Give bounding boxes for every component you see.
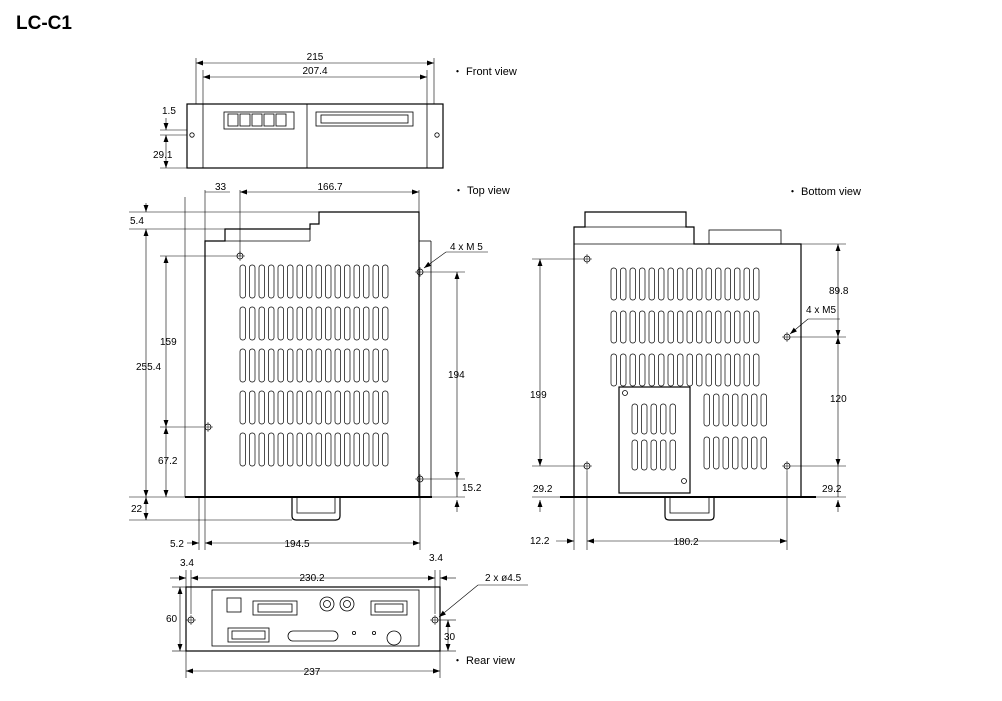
dim-bot-89-8: 89.8: [829, 286, 849, 297]
dim-front-207-4: 207.4: [302, 66, 327, 77]
dim-front-29-1: 29.1: [153, 150, 173, 161]
rear-view: [170, 570, 528, 678]
dim-front-215: 215: [307, 52, 324, 63]
dim-bot-199: 199: [530, 390, 547, 401]
dim-front-1-5: 1.5: [162, 106, 176, 117]
dim-bot-120: 120: [830, 394, 847, 405]
dim-top-67-2: 67.2: [158, 456, 178, 467]
dim-rear-60: 60: [166, 614, 178, 625]
label-bottom-view: ・ Bottom view: [787, 186, 861, 198]
dim-rear-3-4-left: 3.4: [180, 558, 194, 569]
dim-top-4xm5: 4 x M 5: [450, 242, 483, 253]
dim-top-166-7: 166.7: [317, 182, 342, 193]
dim-top-194-5: 194.5: [284, 539, 309, 550]
dim-bot-29-2-left: 29.2: [533, 484, 553, 495]
model-title: LC-C1: [16, 13, 72, 34]
dim-top-194: 194: [448, 370, 465, 381]
dim-bot-12-2: 12.2: [530, 536, 550, 547]
dim-bot-4xm5: 4 x M5: [806, 305, 836, 316]
dim-top-5-2: 5.2: [170, 539, 184, 550]
dim-top-33: 33: [215, 182, 227, 193]
front-view: [160, 58, 444, 169]
label-top-view: ・ Top view: [453, 185, 510, 197]
bottom-view: [532, 211, 846, 550]
dim-bot-29-2-right: 29.2: [822, 484, 842, 495]
dim-rear-30: 30: [444, 632, 456, 643]
label-rear-view: ・ Rear view: [452, 655, 515, 667]
dim-rear-237: 237: [304, 667, 321, 678]
dim-top-255-4: 255.4: [136, 362, 161, 373]
dim-top-15-2: 15.2: [462, 483, 482, 494]
dim-rear-230-2: 230.2: [299, 573, 324, 584]
dim-top-159: 159: [160, 337, 177, 348]
label-front-view: ・ Front view: [452, 66, 517, 78]
dim-rear-2x45: 2 x ø4.5: [485, 573, 522, 584]
dim-rear-3-4-right: 3.4: [429, 553, 443, 564]
dim-bot-180-2: 180.2: [673, 537, 698, 548]
top-view: [129, 189, 488, 550]
dim-top-22: 22: [131, 504, 143, 515]
dim-top-5-4: 5.4: [130, 216, 144, 227]
